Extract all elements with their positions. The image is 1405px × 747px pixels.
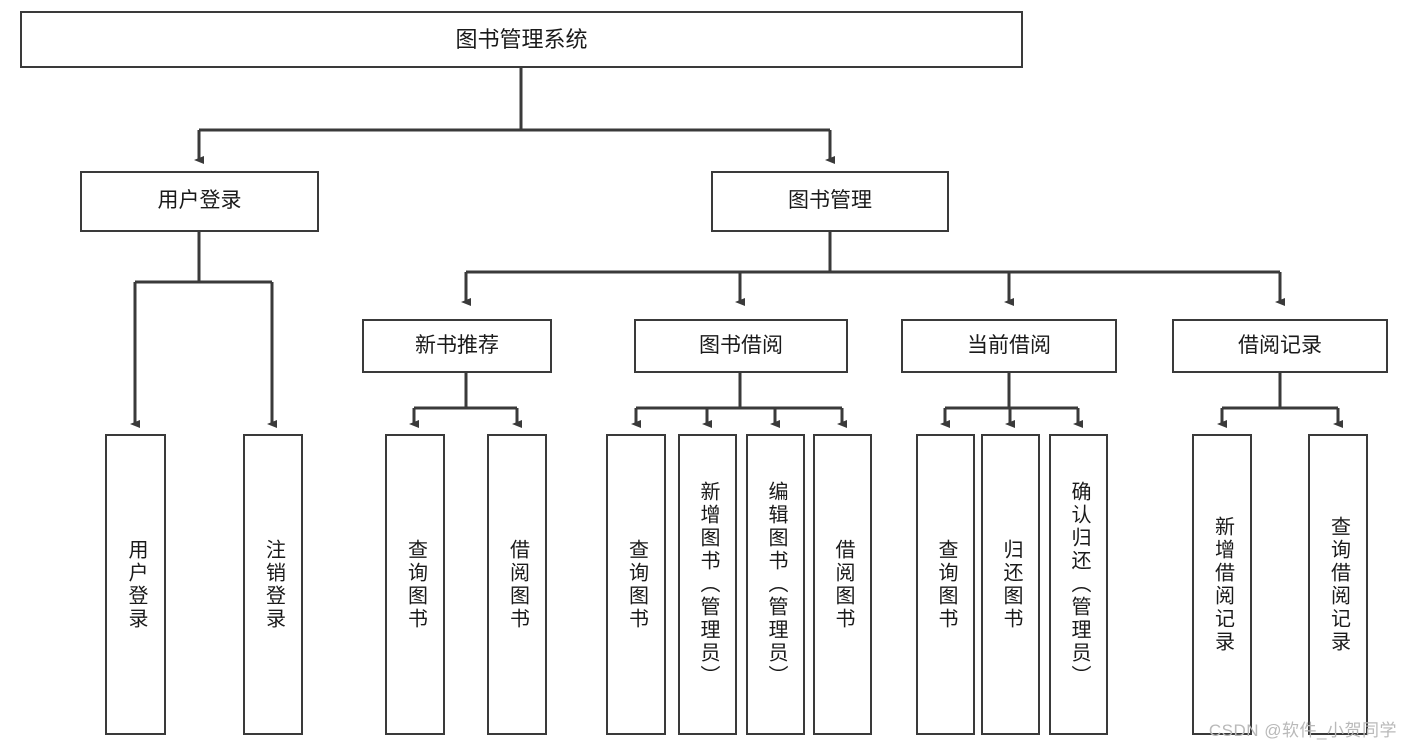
leaf-label: 借阅图书 — [506, 538, 529, 631]
leaf-label: 归还图书 — [1000, 538, 1022, 631]
node-book-borrow[interactable]: 图书借阅 — [634, 319, 848, 373]
node-current-borrow[interactable]: 当前借阅 — [901, 319, 1117, 373]
leaf-label: 确认归还（管理员） — [1068, 481, 1090, 688]
leaf-add-borrow-record[interactable]: 新增借阅记录 — [1192, 434, 1252, 735]
watermark-text: CSDN @软件_小贺同学 — [1208, 721, 1397, 740]
leaf-label: 查询图书 — [404, 538, 427, 631]
leaf-edit-book-admin[interactable]: 编辑图书（管理员） — [746, 434, 805, 735]
leaf-return-book[interactable]: 归还图书 — [981, 434, 1040, 735]
leaf-label: 查询图书 — [625, 538, 648, 631]
leaf-label: 注销登录 — [262, 538, 285, 631]
node-user-login[interactable]: 用户登录 — [80, 171, 319, 232]
leaf-logout[interactable]: 注销登录 — [243, 434, 303, 735]
node-new-book-recommend[interactable]: 新书推荐 — [362, 319, 552, 373]
leaf-label: 查询图书 — [935, 538, 957, 631]
leaf-label: 借阅图书 — [832, 538, 854, 631]
leaf-user-login[interactable]: 用户登录 — [105, 434, 166, 735]
leaf-label: 新增借阅记录 — [1211, 515, 1234, 654]
leaf-query-borrow-record[interactable]: 查询借阅记录 — [1308, 434, 1368, 735]
leaf-label: 查询借阅记录 — [1327, 515, 1350, 654]
leaf-query-book-current[interactable]: 查询图书 — [916, 434, 975, 735]
leaf-borrow-book[interactable]: 借阅图书 — [813, 434, 872, 735]
leaf-query-book-recommend[interactable]: 查询图书 — [385, 434, 445, 735]
node-book-management[interactable]: 图书管理 — [711, 171, 949, 232]
node-root-system[interactable]: 图书管理系统 — [20, 11, 1023, 68]
node-borrow-record[interactable]: 借阅记录 — [1172, 319, 1388, 373]
leaf-label: 用户登录 — [125, 538, 147, 631]
leaf-query-book-borrow[interactable]: 查询图书 — [606, 434, 666, 735]
leaf-add-book-admin[interactable]: 新增图书（管理员） — [678, 434, 737, 735]
leaf-confirm-return-admin[interactable]: 确认归还（管理员） — [1049, 434, 1108, 735]
leaf-label: 新增图书（管理员） — [697, 481, 719, 688]
leaf-borrow-book-recommend[interactable]: 借阅图书 — [487, 434, 547, 735]
leaf-label: 编辑图书（管理员） — [765, 481, 787, 688]
